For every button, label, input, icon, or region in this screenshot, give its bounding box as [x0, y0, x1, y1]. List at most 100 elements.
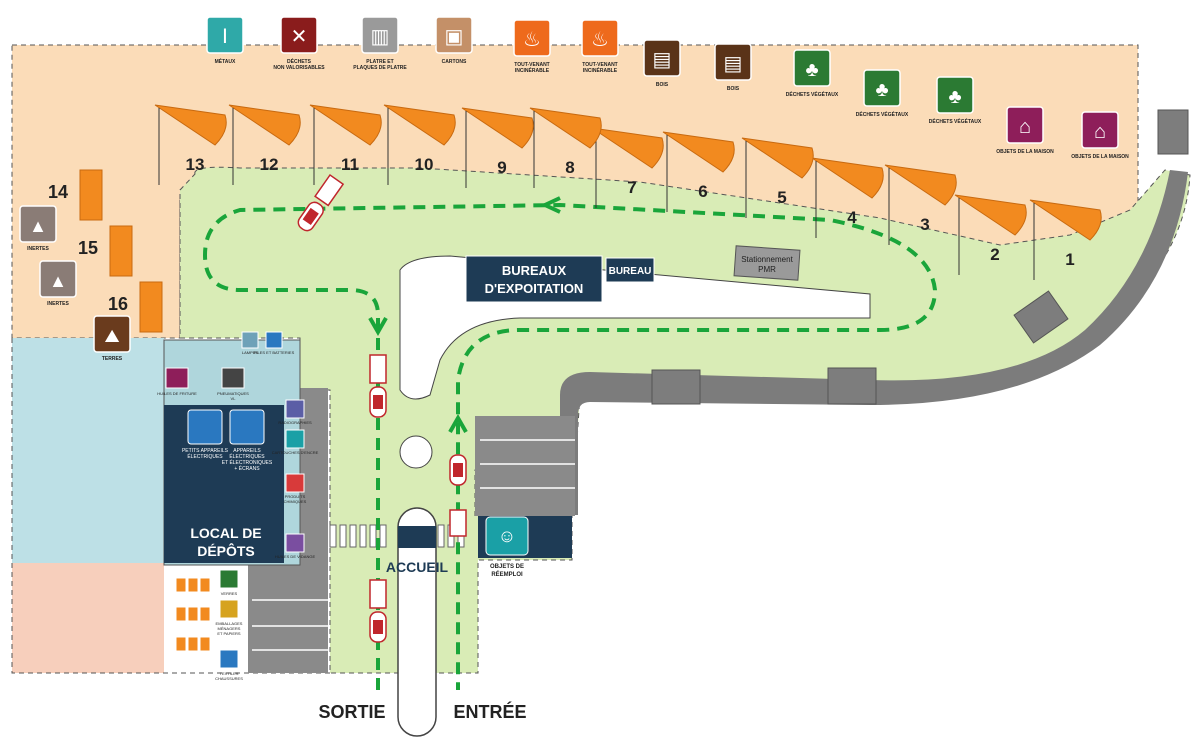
emballages-line3: ET PAPIERS	[217, 631, 241, 636]
hopper	[1029, 199, 1102, 241]
bay-label: MÉTAUX	[215, 57, 236, 65]
lampes-label: LAMPES	[242, 350, 259, 355]
rubble-icon: ▲	[49, 271, 67, 291]
reemploi-line2: RÉEMPLOI	[491, 570, 523, 578]
bay-tile	[1006, 106, 1044, 144]
bay-tile	[513, 19, 551, 57]
bay-number: 3	[920, 215, 929, 234]
bay-number: 8	[565, 158, 574, 177]
appareils-line1: APPAREILS	[233, 448, 261, 454]
pmr-line1: Stationnement	[741, 255, 793, 264]
entry-label: ENTRÉE	[453, 701, 526, 722]
hopper	[309, 104, 382, 146]
bay-tile	[435, 16, 473, 54]
bay-13: Ⅰ MÉTAUX 13	[154, 16, 244, 185]
cartouches-label: CARTOUCHES D'ENCRE	[272, 450, 319, 455]
hopper	[228, 104, 301, 146]
pallet-icon: ▤	[653, 49, 672, 71]
girder-icon: Ⅰ	[222, 26, 228, 48]
hopper	[383, 104, 456, 146]
flame-icon: ♨	[591, 29, 609, 51]
cartouches-icon	[285, 429, 305, 449]
bay-7: ▤ BOIS 7	[591, 39, 681, 208]
hopper	[591, 127, 664, 169]
bay-number: 10	[415, 155, 434, 174]
hopper	[461, 107, 534, 149]
bay-label-2: NON VALORISABLES	[273, 65, 325, 71]
bay-label-2: PLAQUES DE PLATRE	[353, 65, 407, 71]
roundabout	[399, 435, 433, 469]
huiles-label: HUILES DE FRITURE	[157, 391, 197, 396]
textiles-line2: CHAUSSURES	[215, 676, 243, 681]
arrow-down	[368, 317, 388, 337]
offices-building	[465, 255, 603, 303]
bay-number: 13	[186, 155, 205, 174]
bay-tile	[361, 16, 399, 54]
bay-number: 12	[260, 155, 279, 174]
huiles-moteur-icon	[285, 533, 305, 553]
arrow-up	[448, 413, 468, 433]
huiles-icon	[165, 367, 189, 389]
container	[109, 225, 133, 277]
flame-icon: ♨	[523, 29, 541, 51]
bay-label: BOIS	[656, 82, 669, 88]
bay-tile	[863, 69, 901, 107]
bay-label: DÉCHETS VÉGÉTAUX	[929, 117, 982, 125]
radio-label: RADIOGRAPHIES	[278, 420, 312, 425]
road-segment	[651, 369, 701, 405]
hopper	[529, 107, 602, 149]
bay-label: TOUT-VENANT	[582, 62, 617, 68]
verres-label: VERRES	[221, 591, 238, 596]
bay-label: TERRES	[102, 356, 123, 362]
tree-icon: ♣	[805, 59, 818, 81]
bay-label: BOIS	[727, 86, 740, 92]
offices-line1: BUREAUX	[502, 263, 567, 278]
arrow-left	[540, 196, 561, 214]
bay-number: 7	[627, 178, 636, 197]
bay-15: 15▲INERTES	[39, 225, 133, 307]
accueil-booth	[398, 526, 436, 548]
pallet-icon: ▤	[724, 53, 743, 75]
emballages-line2: MÉNAGERS	[218, 626, 241, 631]
hopper	[662, 131, 735, 173]
produits-icon	[285, 473, 305, 493]
bay-tile	[581, 19, 619, 57]
hopper	[154, 104, 227, 146]
road-segment	[1013, 290, 1069, 344]
piles-icon	[265, 331, 283, 349]
bay-label-2: INCINÉRABLE	[515, 66, 550, 74]
petits-line2: ÉLECTRIQUES	[187, 453, 223, 460]
textiles-line1: TEXTILES	[220, 671, 239, 676]
produits-line1: PRODUITS	[285, 494, 306, 499]
hopper	[741, 137, 814, 179]
green-area	[179, 166, 1191, 674]
produits-line2: CHIMIQUES	[284, 499, 307, 504]
pneus-line2: VL	[231, 396, 237, 401]
rubble-icon: ▲	[29, 216, 47, 236]
reemploi-icon	[485, 516, 529, 556]
exit-label: SORTIE	[318, 702, 385, 722]
pneus-line1: PNEUMATIQUES	[217, 391, 249, 396]
bear-icon: ☺	[498, 526, 516, 546]
petits-appareils-icon	[187, 409, 223, 445]
small-containers	[175, 577, 211, 652]
car-icon	[449, 454, 467, 537]
pmr-parking	[733, 245, 801, 281]
bay-tile	[793, 49, 831, 87]
hopper	[954, 194, 1027, 236]
radio-icon	[285, 399, 305, 419]
box-icon: ▣	[445, 26, 464, 48]
offices-line2: D'EXPOITATION	[485, 281, 584, 296]
bay-label: DÉCHETS VÉGÉTAUX	[856, 110, 909, 118]
bay-tile	[936, 76, 974, 114]
nonrecyclable-icon: ✕	[291, 26, 308, 48]
tree-icon: ♣	[948, 86, 961, 108]
blue-zone	[12, 338, 164, 563]
bay-16: 16⛰TERRES	[93, 281, 163, 362]
